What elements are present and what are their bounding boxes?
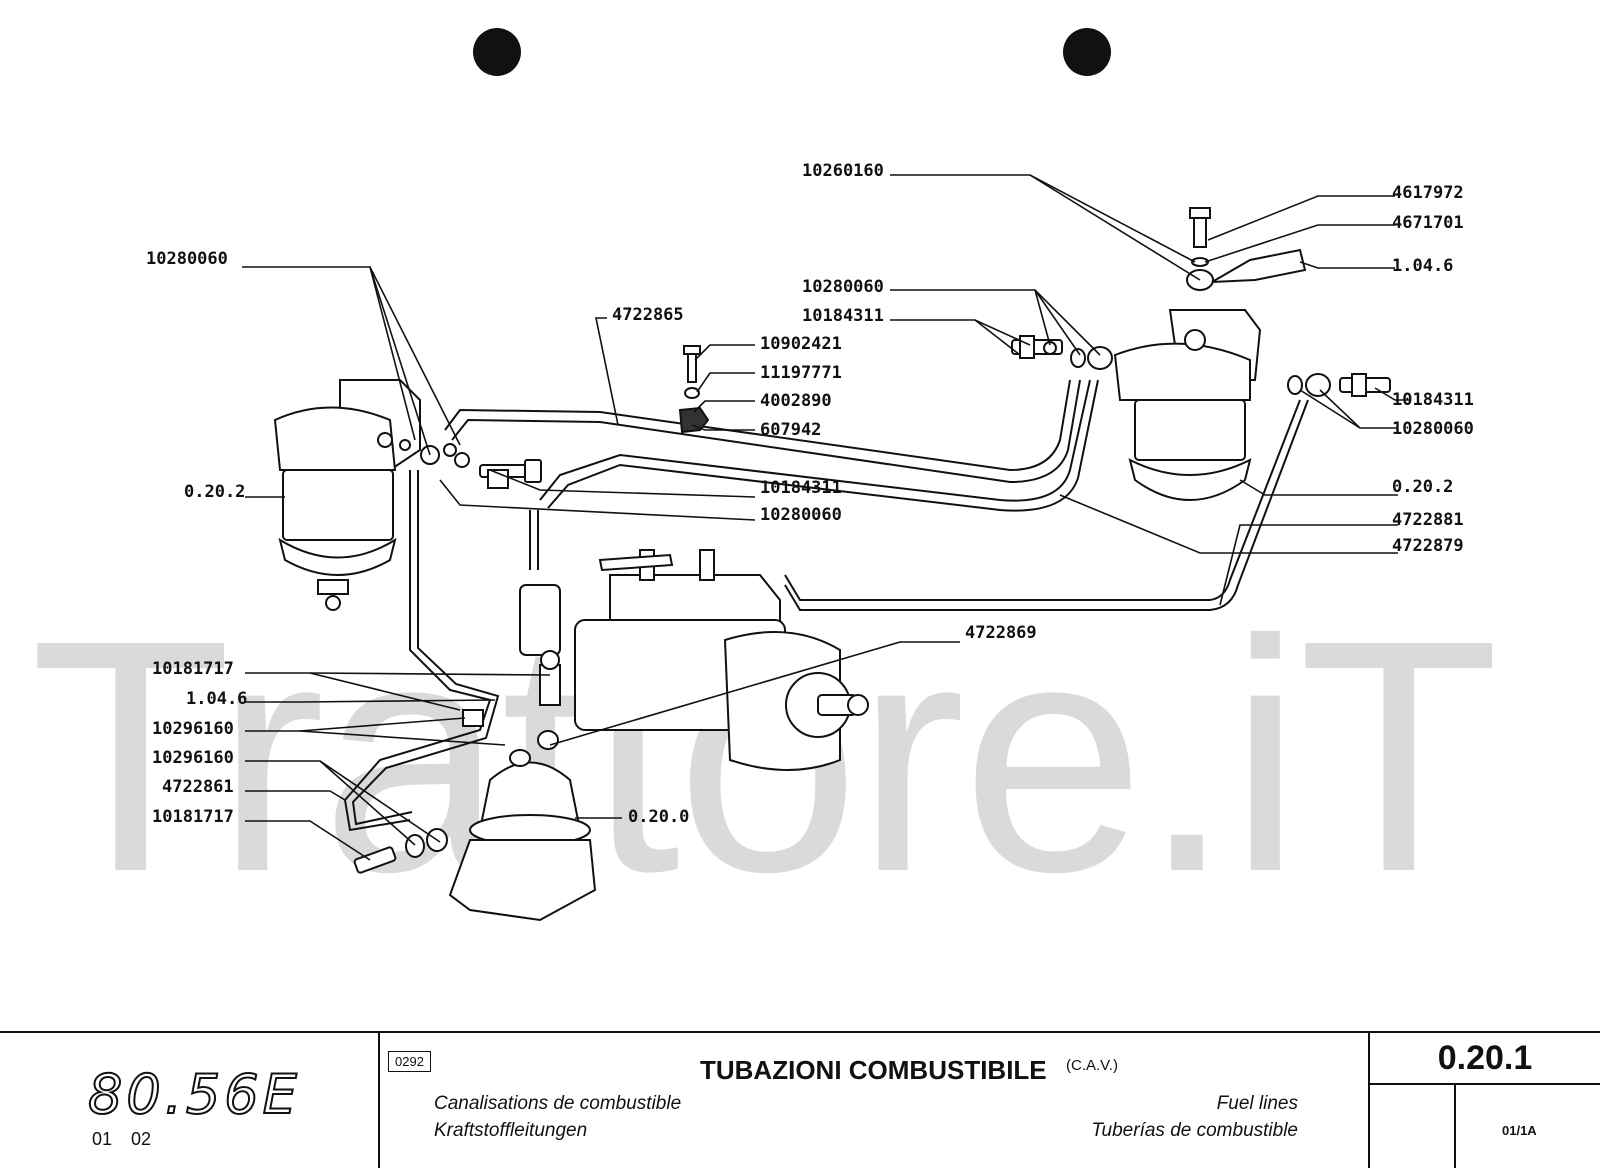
callout-10184311: 10184311 xyxy=(760,478,842,498)
title-block: 80.56E 01 02 0292 TUBAZIONI COMBUSTIBILE… xyxy=(0,1031,1600,1168)
model-code: 01 02 xyxy=(92,1129,152,1149)
right-fuel-filter xyxy=(1011,207,1391,501)
title-german: Kraftstoffleitungen xyxy=(434,1120,588,1141)
callout-10184311: 10184311 xyxy=(1392,390,1474,410)
callout-4722861: 4722861 xyxy=(162,777,234,797)
callout-4671701: 4671701 xyxy=(1392,213,1464,233)
callout-10260160: 10260160 xyxy=(802,161,884,181)
callout-10280060: 10280060 xyxy=(1392,419,1474,439)
left-fuel-filter xyxy=(273,379,470,611)
callout-4002890: 4002890 xyxy=(760,391,832,411)
title-spanish: Tuberías de combustible xyxy=(1091,1120,1298,1141)
callout-10280060: 10280060 xyxy=(802,277,884,297)
fuel-lines xyxy=(343,379,1309,832)
title-english: Fuel lines xyxy=(1216,1093,1298,1114)
section-cell: 0.20.1 01/1A xyxy=(1370,1033,1600,1168)
left-banjo-bolts xyxy=(479,459,542,489)
callout-4722865: 4722865 xyxy=(612,305,684,325)
model-cell: 80.56E 01 02 xyxy=(0,1033,380,1168)
callout-10280060: 10280060 xyxy=(146,249,228,269)
callout-0.20.2: 0.20.2 xyxy=(184,482,245,502)
pipe-4722865-b xyxy=(451,379,1081,484)
binder-hole-right xyxy=(1063,28,1111,76)
callout-0.20.0: 0.20.0 xyxy=(628,807,689,827)
title-cell: 0292 TUBAZIONI COMBUSTIBILE (C.A.V.) Can… xyxy=(380,1033,1370,1168)
callout-10181717: 10181717 xyxy=(152,807,234,827)
callout-4722879: 4722879 xyxy=(1392,536,1464,556)
callout-10184311: 10184311 xyxy=(802,306,884,326)
callout-10296160: 10296160 xyxy=(152,719,234,739)
section-number: 0.20.1 xyxy=(1370,1033,1600,1085)
section-divider xyxy=(1454,1085,1456,1168)
callout-10280060: 10280060 xyxy=(760,505,842,525)
leader-lines xyxy=(242,174,1410,861)
title-note: (C.A.V.) xyxy=(1066,1057,1118,1074)
model-name: 80.56E xyxy=(87,1062,301,1127)
callout-10181717: 10181717 xyxy=(152,659,234,679)
callout-4722881: 4722881 xyxy=(1392,510,1464,530)
callout-10902421: 10902421 xyxy=(760,334,842,354)
pipe-4722865 xyxy=(444,379,1071,472)
pipe-clamp xyxy=(678,345,710,434)
callout-1.04.6: 1.04.6 xyxy=(1392,256,1453,276)
part-callouts: 10280060 4722865 10902421 11197771 40028… xyxy=(146,161,1474,827)
callout-10296160: 10296160 xyxy=(152,748,234,768)
callout-4617972: 4617972 xyxy=(1392,183,1464,203)
title-french: Canalisations de combustible xyxy=(434,1093,682,1114)
callout-607942: 607942 xyxy=(760,420,821,440)
title-italian: TUBAZIONI COMBUSTIBILE xyxy=(700,1055,1047,1085)
figure-code-box: 0292 xyxy=(388,1051,431,1072)
callout-11197771: 11197771 xyxy=(760,363,842,383)
callout-0.20.2: 0.20.2 xyxy=(1392,477,1453,497)
callout-1.04.6: 1.04.6 xyxy=(186,689,247,709)
callout-4722869: 4722869 xyxy=(965,623,1037,643)
exploded-parts-diagram: Trattore.iT xyxy=(30,28,1500,940)
page-number: 01/1A xyxy=(1502,1123,1537,1138)
binder-hole-left xyxy=(473,28,521,76)
injection-pump xyxy=(519,549,869,771)
